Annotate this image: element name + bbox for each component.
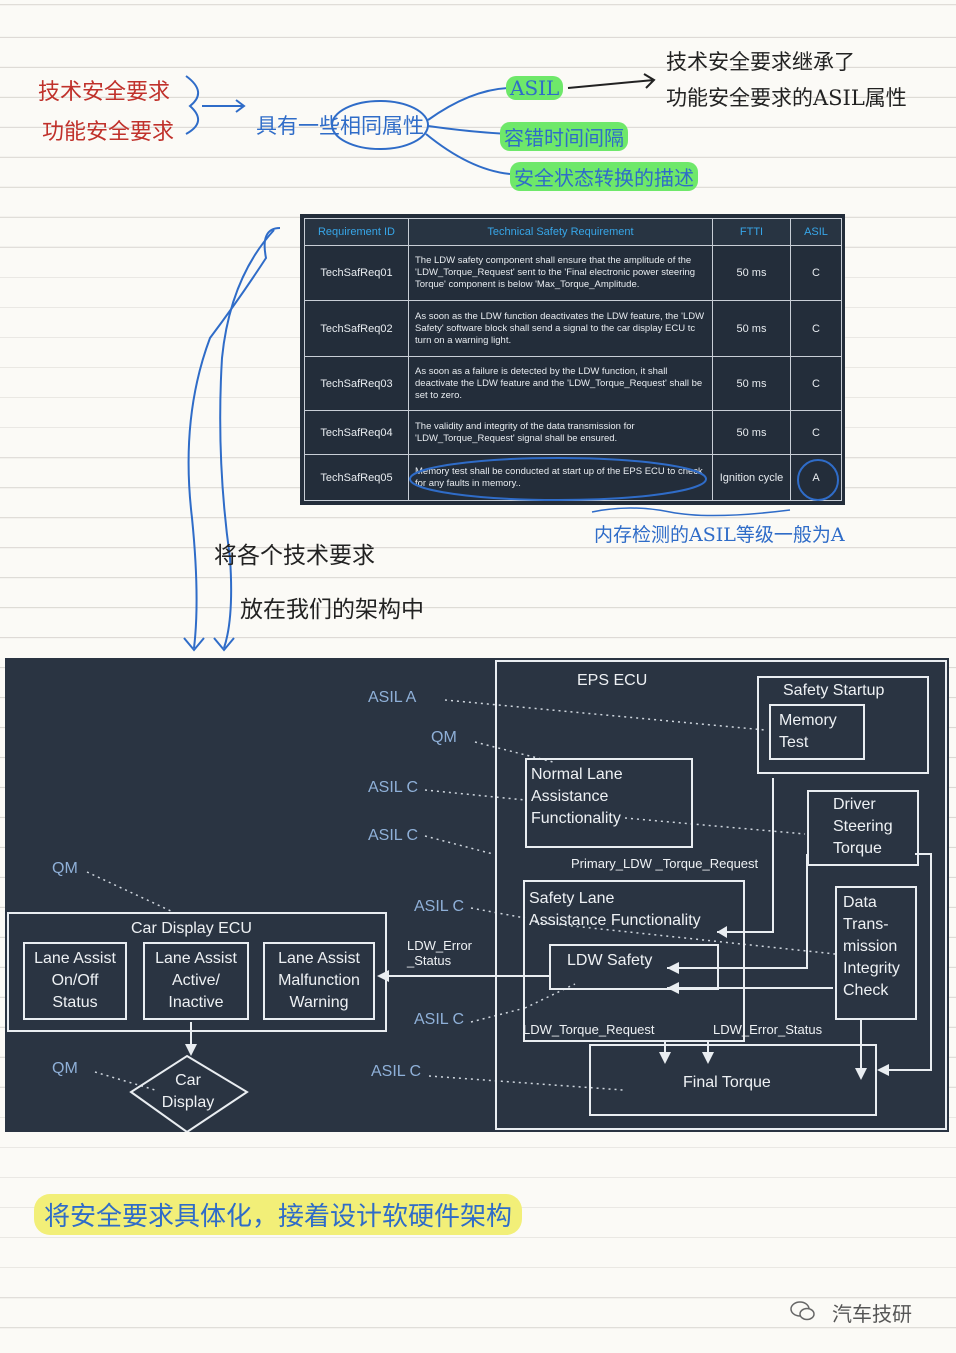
watermark-text: 汽车技研 — [832, 1302, 912, 1326]
attr-safe-state: 安全状态转换的描述 — [510, 162, 698, 191]
inherit-line1: 技术安全要求继承了 — [666, 50, 855, 74]
ldw-safety-box — [549, 944, 719, 990]
cell-text: As soon as the LDW function deactivates … — [408, 300, 713, 357]
cell-id: TechSafReq04 — [304, 410, 409, 455]
cell-asil: C — [790, 300, 842, 357]
lane-onoff-label: Lane Assist On/Off Status — [34, 950, 116, 1011]
memory-circles — [409, 457, 839, 501]
label-asil-c: ASIL C — [414, 898, 465, 915]
primary-signal-label: Primary_LDW _Torque_Request — [571, 856, 759, 871]
header-ftti: FTTI — [712, 218, 791, 246]
memory-test-box — [769, 704, 865, 760]
place-line2: 放在我们的架构中 — [240, 597, 424, 623]
memory-underline — [591, 507, 791, 517]
safety-startup-title: Safety Startup — [783, 682, 885, 699]
safety-startup-box — [757, 676, 929, 774]
ldw-error-status-label: LDW_Error_Status — [713, 1022, 823, 1037]
inherit-line2: 功能安全要求的ASIL属性 — [666, 86, 907, 110]
fsr-label: 功能安全要求 — [42, 120, 175, 145]
ldw-torque-req-label: LDW_Torque_Request — [523, 1022, 655, 1037]
table-row: TechSafReq03 As soon as a failure is det… — [304, 356, 842, 411]
cell-ftti: 50 ms — [712, 300, 791, 357]
driver-steering-label: Driver Steering Torque — [833, 796, 893, 857]
cell-asil: C — [790, 245, 842, 301]
car-display-ecu-title: Car Display ECU — [131, 920, 252, 937]
data-integrity-label: Data Trans- mission Integrity Check — [843, 894, 900, 999]
table-row: TechSafReq04 The validity and integrity … — [304, 410, 842, 455]
car-display-ecu-box — [7, 912, 387, 1032]
cell-asil: C — [790, 410, 842, 455]
table-row: TechSafReq01 The LDW safety component sh… — [304, 245, 842, 301]
attr-ftti: 容错时间间隔 — [500, 122, 628, 151]
table-row: TechSafReq02 As soon as the LDW function… — [304, 300, 842, 357]
label-asil-c: ASIL C — [371, 1063, 422, 1080]
label-qm: QM — [431, 729, 457, 746]
cell-ftti: 50 ms — [712, 245, 791, 301]
lane-active-label: Lane Assist Active/ Inactive — [155, 950, 237, 1011]
table-header-row: Requirement ID Technical Safety Requirem… — [304, 218, 842, 246]
header-requirement-id: Requirement ID — [304, 218, 409, 246]
architecture-diagram: EPS ECU Safety Startup Memory Test Norma… — [5, 658, 949, 1132]
label-asil-a: ASIL A — [368, 689, 417, 706]
cell-text: As soon as a failure is detected by the … — [408, 356, 713, 411]
common-attr-label: 具有一些相同属性 — [256, 114, 424, 138]
memory-note: 内存检测的ASIL等级一般为A — [594, 524, 845, 546]
arrow-icon — [567, 73, 656, 89]
branch-lines — [331, 87, 511, 175]
normal-lane-box — [525, 758, 693, 848]
ldw-safety-label: LDW Safety — [567, 952, 653, 969]
attr-asil: ASIL — [506, 76, 564, 100]
cell-id: TechSafReq05 — [304, 454, 409, 501]
bottom-note: 将安全要求具体化，接着设计软硬件架构 — [34, 1194, 523, 1235]
cell-text: The validity and integrity of the data t… — [408, 410, 713, 455]
swirl-arrows — [183, 227, 281, 652]
cell-ftti: Ignition cycle — [712, 454, 791, 501]
place-line1: 将各个技术要求 — [214, 543, 375, 569]
label-asil-c: ASIL C — [368, 779, 419, 796]
cell-ftti: 50 ms — [712, 356, 791, 411]
lane-malfunction-label: Lane Assist Malfunction Warning — [278, 950, 360, 1011]
data-integrity-box — [835, 886, 917, 1020]
tsr-label: 技术安全要求 — [38, 80, 171, 105]
cell-id: TechSafReq03 — [304, 356, 409, 411]
normal-lane-label: Normal Lane Assistance Functionality — [531, 766, 623, 827]
header-tsr: Technical Safety Requirement — [408, 218, 713, 246]
label-asil-c: ASIL C — [414, 1011, 465, 1028]
lane-onoff-box — [23, 942, 127, 1020]
ldw-error-left-label: LDW_Error _Status — [407, 938, 473, 968]
lane-malfunction-box — [263, 942, 375, 1020]
cell-id: TechSafReq02 — [304, 300, 409, 357]
label-qm: QM — [52, 860, 78, 877]
final-torque-label: Final Torque — [683, 1074, 771, 1091]
cell-ftti: 50 ms — [712, 410, 791, 455]
car-display-label: Car Display — [161, 1072, 215, 1111]
brace-arrow-icon — [185, 75, 246, 135]
lane-active-box — [143, 942, 249, 1020]
cell-id: TechSafReq01 — [304, 245, 409, 301]
eps-ecu-box — [495, 660, 947, 1130]
wechat-icon — [790, 1300, 816, 1321]
cell-asil: C — [790, 356, 842, 411]
header-asil: ASIL — [790, 218, 842, 246]
eps-ecu-title: EPS ECU — [577, 672, 648, 689]
memory-test-label: Memory Test — [779, 712, 837, 751]
car-display-diamond — [129, 1054, 249, 1132]
safety-lane-label: Safety Lane Assistance Functionality — [529, 890, 701, 929]
cell-text: The LDW safety component shall ensure th… — [408, 245, 713, 301]
final-torque-box — [589, 1044, 877, 1116]
driver-steering-box — [807, 790, 919, 866]
label-qm: QM — [52, 1060, 78, 1077]
label-asil-c: ASIL C — [368, 827, 419, 844]
safety-lane-box — [523, 880, 745, 1042]
